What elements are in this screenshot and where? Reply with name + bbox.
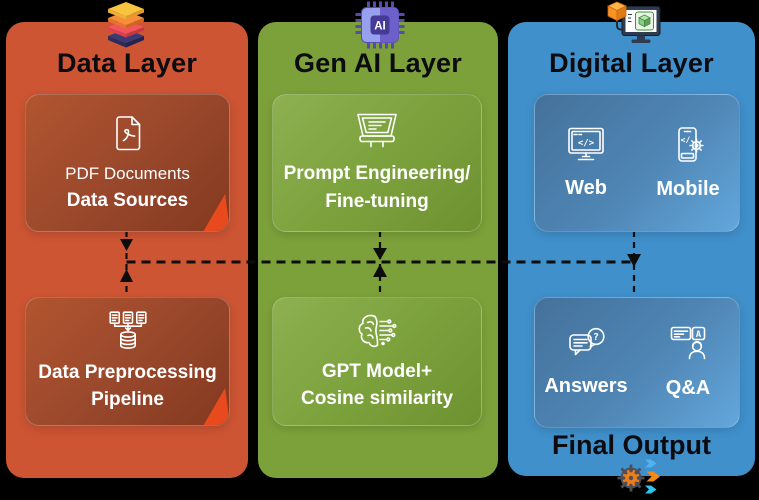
final-output-label: Final Output <box>552 430 711 460</box>
answers-item: ? Answers <box>535 325 637 400</box>
qa-person-icon: A <box>670 326 706 360</box>
card-line: Data Sources <box>66 189 189 211</box>
qa-label: Q&A <box>665 377 711 399</box>
qa-item: A Q&A <box>637 325 739 400</box>
answers-chat-icon: ? <box>569 327 605 356</box>
web-mobile-card: </> Web </ Mobile <box>534 94 740 232</box>
web-item: </> Web <box>535 126 637 201</box>
mobile-code-glyph: </ <box>681 135 691 144</box>
ai-chip-icon: AI <box>354 0 406 50</box>
card-line: Prompt Engineering/ <box>283 163 471 185</box>
card-line: Fine-tuning <box>325 190 429 212</box>
digital-layer-title: Digital Layer <box>549 48 714 78</box>
answers-label: Answers <box>544 375 628 397</box>
card-line: Cosine similarity <box>300 388 454 410</box>
answers-qa-card: ? Answers A Q&A <box>534 297 740 428</box>
process-gears-icon <box>611 455 669 500</box>
web-label: Web <box>565 176 607 199</box>
data-preprocessing-card: Data Preprocessing Pipeline <box>25 297 230 426</box>
pdf-document-icon <box>115 116 140 151</box>
data-layer-title: Data Layer <box>56 48 198 78</box>
card-line: GPT Model+ <box>321 360 433 382</box>
card-line: Data Preprocessing <box>38 361 217 383</box>
mobile-item: </ Mobile <box>637 126 739 201</box>
card-line: PDF Documents <box>65 164 190 184</box>
ai-chip-label: AI <box>374 21 386 33</box>
card-line: Pipeline <box>91 389 164 411</box>
prompt-board-icon <box>357 113 397 148</box>
data-pipeline-icon <box>108 311 147 349</box>
mobile-label: Mobile <box>656 177 720 200</box>
web-monitor-icon: </> <box>568 127 604 160</box>
layers-stack-icon <box>98 1 154 48</box>
prompt-engineering-card: Prompt Engineering/ Fine-tuning <box>272 94 482 232</box>
web-code-glyph: </> <box>578 138 595 148</box>
gpt-model-card: GPT Model+ Cosine similarity <box>272 297 482 426</box>
mobile-phone-icon: </ <box>678 126 704 162</box>
answer-letter-glyph: A <box>696 330 702 340</box>
data-sources-card: PDF Documents Data Sources <box>25 94 230 232</box>
question-mark-glyph: ? <box>593 332 599 343</box>
ai-brain-icon <box>358 314 397 347</box>
cube-monitor-icon <box>606 1 664 45</box>
genai-layer-title: Gen AI Layer <box>294 48 462 78</box>
